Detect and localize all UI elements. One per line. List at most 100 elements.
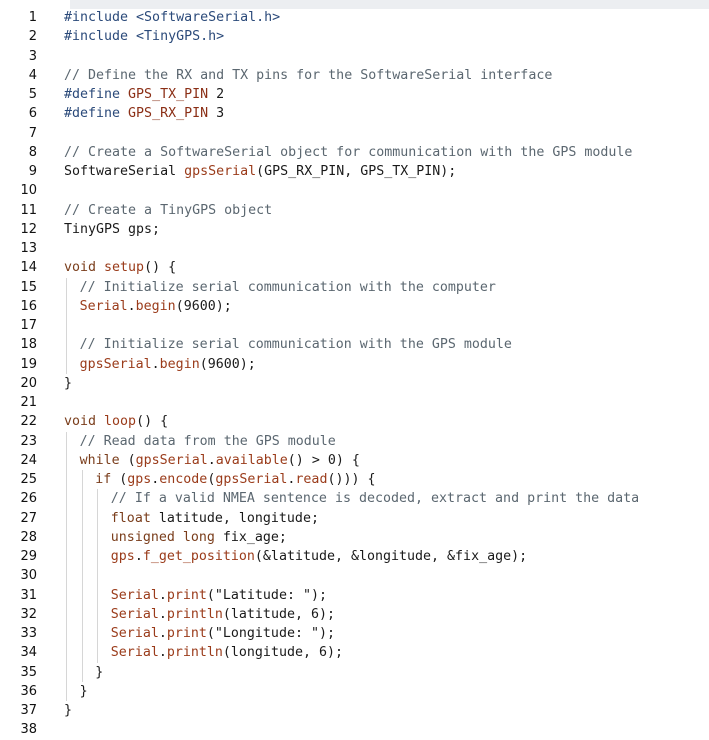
code-text: void setup() { xyxy=(64,258,176,277)
indent-guide xyxy=(66,508,67,528)
code-token: Serial xyxy=(110,587,159,603)
code-text: Serial.println(latitude, 6); xyxy=(111,605,335,624)
code-token: . xyxy=(127,298,136,314)
code-token: // Create a SoftwareSerial object for co… xyxy=(64,144,633,160)
line-number: 10 xyxy=(20,183,37,199)
code-text: // If a valid NMEA sentence is decoded, … xyxy=(111,489,639,508)
code-text: TinyGPS gps; xyxy=(64,220,160,239)
line-number: 28 xyxy=(20,529,37,545)
code-line[interactable]: 3 xyxy=(0,47,709,66)
code-line[interactable]: 4 // Define the RX and TX pins for the So… xyxy=(0,66,709,85)
line-number-gutter xyxy=(0,0,52,738)
code-token: Serial xyxy=(110,645,159,661)
code-line[interactable]: 37} xyxy=(0,701,709,720)
code-token: loop xyxy=(104,414,137,430)
indent-guide xyxy=(81,527,83,547)
code-line[interactable]: 18// Initialize serial communication wit… xyxy=(0,335,709,355)
code-token: #include <TinyGPS.h> xyxy=(64,29,225,45)
line-number: 21 xyxy=(20,395,37,410)
code-line[interactable]: 5#define GPS_TX_PIN 2 xyxy=(0,85,709,104)
code-line[interactable]: 26 // If a valid NMEA sentence is decoded… xyxy=(0,489,709,509)
indent-guide xyxy=(81,585,83,605)
indent-guide xyxy=(81,624,83,644)
code-line[interactable]: 17 xyxy=(0,316,709,336)
code-line[interactable]: 35} xyxy=(0,662,709,682)
code-token: TinyGPS gps; xyxy=(64,221,161,237)
code-token: (latitude, 6); xyxy=(222,606,335,622)
line-number: 3 xyxy=(28,48,37,64)
code-line[interactable]: 2#include <TinyGPS.h> xyxy=(0,27,709,46)
indent-guide xyxy=(66,527,67,547)
line-number: 26 xyxy=(20,491,37,507)
line-number: 9 xyxy=(28,164,37,179)
code-text: #include <SoftwareSerial.h> xyxy=(64,8,280,27)
code-text: // Initialize serial communication with … xyxy=(80,335,512,354)
code-line[interactable]: 20} xyxy=(0,374,709,393)
code-line[interactable]: 21 xyxy=(0,393,709,412)
line-number: 13 xyxy=(20,241,37,256)
code-line[interactable]: 1#include <SoftwareSerial.h> xyxy=(0,8,709,27)
code-line[interactable]: 7 xyxy=(0,124,709,143)
code-token: . xyxy=(158,645,167,661)
code-token: } xyxy=(64,703,73,718)
code-line[interactable]: 38 xyxy=(0,720,709,739)
code-token: (longitude, 6); xyxy=(222,645,343,661)
code-text: // Create a SoftwareSerial object for co… xyxy=(64,143,632,162)
code-token: ("Longitude: "); xyxy=(206,626,335,641)
indent-guide xyxy=(81,566,83,586)
code-token: // Define the RX and TX pins for the Sof… xyxy=(64,67,553,83)
code-token: ( xyxy=(119,472,128,487)
code-token: available xyxy=(215,452,288,468)
code-line[interactable]: 13 xyxy=(0,239,709,258)
code-token: 2 xyxy=(208,87,225,102)
code-token: println xyxy=(166,645,223,661)
code-line[interactable]: 10 xyxy=(0,181,709,200)
indent-guide xyxy=(66,662,67,682)
line-number: 27 xyxy=(20,510,37,526)
indent-guide xyxy=(66,431,67,451)
code-token: begin xyxy=(135,298,176,314)
code-line[interactable]: 36} xyxy=(0,681,709,701)
code-text: Serial.begin(9600); xyxy=(80,297,232,316)
code-text: Serial.print("Longitude: "); xyxy=(111,624,335,643)
code-text: } xyxy=(80,682,88,701)
code-line[interactable]: 6#define GPS_RX_PIN 3 xyxy=(0,104,709,123)
code-token: // Initialize serial communication with … xyxy=(79,337,512,353)
line-number: 4 xyxy=(28,67,37,83)
code-token: // Create a TinyGPS object xyxy=(64,202,273,218)
code-token: fix_age; xyxy=(222,529,287,545)
indent-guide xyxy=(66,450,67,470)
code-line[interactable]: 30 xyxy=(0,566,709,586)
line-number: 36 xyxy=(20,683,37,699)
code-line[interactable]: 11// Create a TinyGPS object xyxy=(0,201,709,220)
code-token: . xyxy=(287,472,296,487)
code-line[interactable]: 23// Read data from the GPS module xyxy=(0,431,709,451)
code-area[interactable]: 1#include <SoftwareSerial.h>2#include <T… xyxy=(0,8,709,740)
code-text: // Create a TinyGPS object xyxy=(64,201,272,220)
line-number: 6 xyxy=(28,106,37,122)
indent-guide xyxy=(81,547,83,567)
code-line[interactable]: 15// Initialize serial communication wit… xyxy=(0,277,709,297)
code-text: while (gpsSerial.available() > 0) { xyxy=(80,451,360,470)
code-line[interactable]: 8// Create a SoftwareSerial object for c… xyxy=(0,143,709,162)
indent-guide xyxy=(81,604,83,624)
line-number: 23 xyxy=(20,433,37,449)
indent-guide xyxy=(66,585,67,605)
code-token: // If a valid NMEA sentence is decoded, … xyxy=(110,491,640,507)
